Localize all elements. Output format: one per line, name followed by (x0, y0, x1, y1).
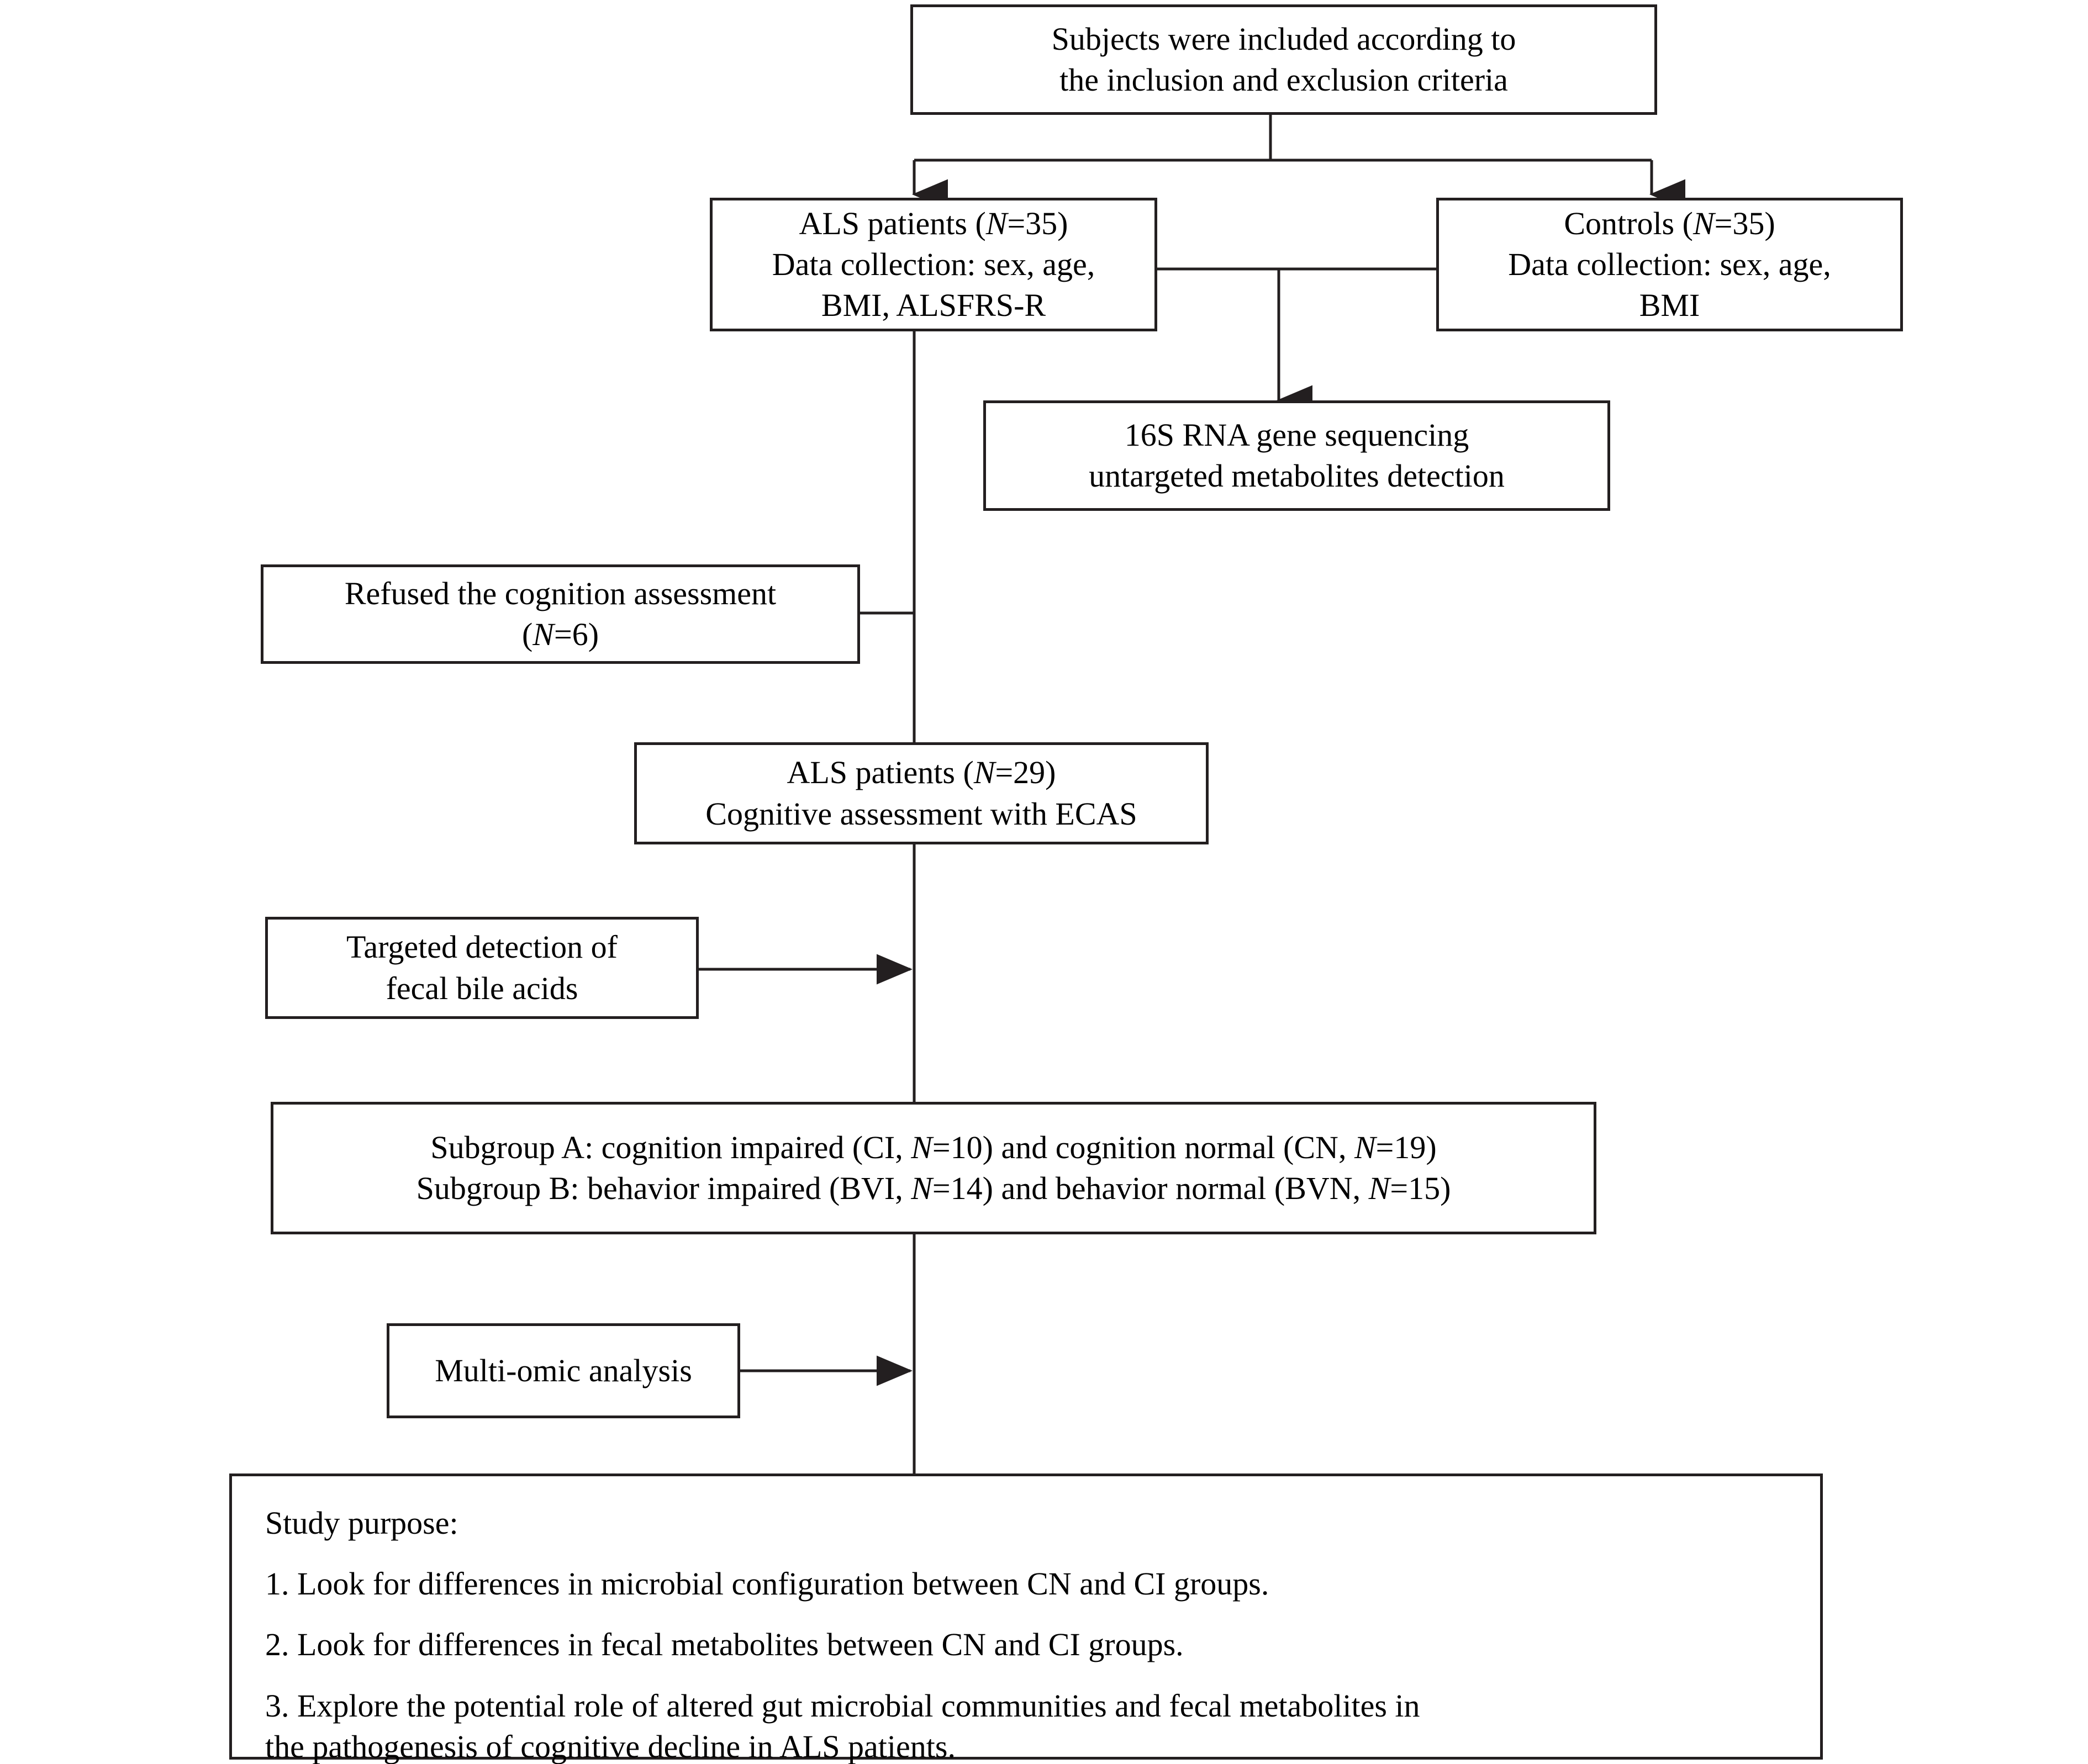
controls-line-3: BMI (1639, 287, 1700, 324)
bile-acid-line-2: fecal bile acids (386, 970, 578, 1006)
subgroups-box[interactable]: Subgroup A: cognition impaired (CI, N=10… (271, 1102, 1596, 1234)
multi-omic-analysis-box[interactable]: Multi-omic analysis (387, 1323, 740, 1418)
study-purpose-heading: Study purpose: (265, 1505, 458, 1541)
als-patients-line-1: ALS patients (N=35) (799, 205, 1068, 241)
inclusion-line-2: the inclusion and exclusion criteria (1059, 62, 1508, 98)
subgroup-line-a: Subgroup A: cognition impaired (CI, N=10… (430, 1129, 1437, 1165)
study-purpose-item-2: 2. Look for differences in fecal metabol… (265, 1626, 1184, 1663)
als-patients-line-3: BMI, ALSFRS-R (821, 287, 1046, 324)
targeted-bile-acid-box[interactable]: Targeted detection of fecal bile acids (265, 917, 699, 1019)
inclusion-line-1: Subjects were included according to (1051, 20, 1516, 57)
study-purpose-item-1: 1. Look for differences in microbial con… (265, 1566, 1269, 1602)
bile-acid-line-1: Targeted detection of (346, 929, 618, 965)
refused-line-1: Refused the cognition assessment (344, 575, 777, 611)
refused-line-2: (N=6) (521, 616, 599, 652)
als-patients-line-2: Data collection: sex, age, (772, 246, 1095, 282)
sequencing-box[interactable]: 16S RNA gene sequencing untargeted metab… (983, 400, 1610, 511)
inclusion-criteria-box[interactable]: Subjects were included according to the … (910, 4, 1657, 115)
study-purpose-box[interactable]: Study purpose: 1. Look for differences i… (229, 1473, 1823, 1764)
study-purpose-item-4: the pathogenesis of cognitive decline in… (265, 1728, 956, 1764)
als-patients-box[interactable]: ALS patients (N=35) Data collection: sex… (710, 198, 1157, 331)
controls-line-1: Controls (N=35) (1564, 205, 1775, 241)
refused-assessment-box[interactable]: Refused the cognition assessment (N=6) (261, 564, 860, 664)
controls-box[interactable]: Controls (N=35) Data collection: sex, ag… (1436, 198, 1903, 331)
subgroup-line-b: Subgroup B: behavior impaired (BVI, N=14… (416, 1170, 1451, 1206)
study-purpose-item-3: 3. Explore the potential role of altered… (265, 1687, 1420, 1724)
multiomic-label: Multi-omic analysis (435, 1352, 692, 1388)
sequencing-line-1: 16S RNA gene sequencing (1124, 416, 1469, 453)
als-29-line-2: Cognitive assessment with ECAS (705, 795, 1137, 832)
als-patients-ecas-box[interactable]: ALS patients (N=29) Cognitive assessment… (634, 742, 1209, 844)
als-29-line-1: ALS patients (N=29) (787, 754, 1056, 791)
controls-line-2: Data collection: sex, age, (1508, 246, 1831, 282)
sequencing-line-2: untargeted metabolites detection (1089, 458, 1505, 494)
